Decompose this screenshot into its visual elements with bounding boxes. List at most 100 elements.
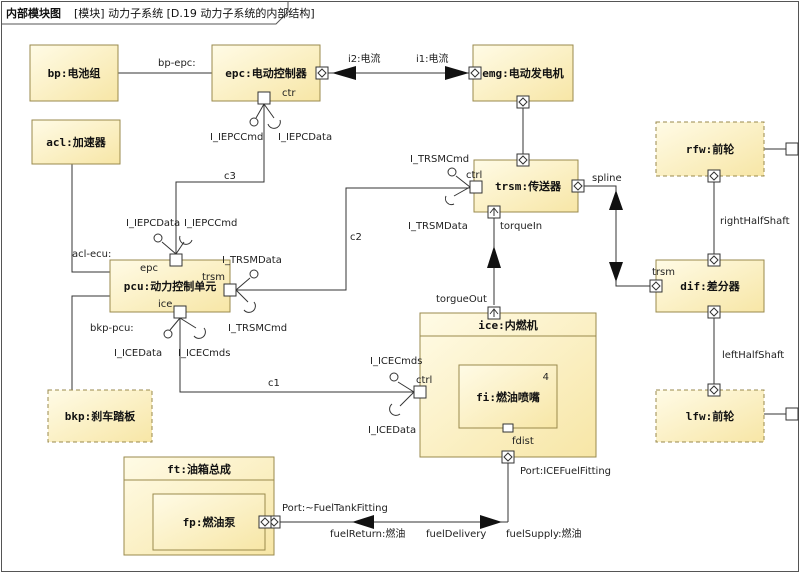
- port-epc-ctr[interactable]: [257, 91, 271, 105]
- block-pcu-id: pcu: [124, 280, 144, 293]
- block-trsm-id: trsm: [495, 180, 522, 193]
- port-trsm-right[interactable]: [571, 179, 585, 193]
- svg-text:fi:燃油喷嘴: fi:燃油喷嘴: [476, 390, 540, 404]
- label-port-ctr: ctr: [282, 88, 296, 99]
- port-lfw-top[interactable]: [707, 383, 721, 397]
- port-emg-left[interactable]: [468, 66, 482, 80]
- label-port-epc: epc: [140, 263, 158, 274]
- port-ice-ctrl[interactable]: [413, 385, 427, 399]
- label-icedata-2: I_ICEData: [368, 425, 416, 436]
- block-fi-id: fi: [476, 391, 490, 404]
- label-torque-out: torgueOut: [436, 294, 487, 305]
- ports: [169, 66, 799, 529]
- port-pcu-epc[interactable]: [169, 253, 183, 267]
- block-dif[interactable]: dif:差分器: [655, 259, 765, 313]
- label-icecmds-2: I_ICECmds: [370, 356, 422, 367]
- frame-port-right-top[interactable]: [785, 142, 799, 156]
- arrow-fuel-return: [352, 515, 374, 529]
- block-acl[interactable]: acl:加速器: [31, 119, 121, 165]
- lollipop-trsmcmd-trsm: [447, 167, 457, 177]
- socket-icedata-ice: [389, 403, 401, 416]
- svg-text:emg:电动发电机: emg:电动发电机: [482, 66, 564, 80]
- block-dif-name: 差分器: [707, 279, 741, 293]
- label-icecmds-1: I_ICECmds: [178, 348, 230, 359]
- arrow-fuel-delivery: [480, 515, 502, 529]
- label-icedata-1: I_ICEData: [114, 348, 162, 359]
- block-ice[interactable]: ice:内燃机: [419, 312, 597, 458]
- block-trsm-name: 传送器: [527, 179, 562, 193]
- connector-c3[interactable]: [175, 103, 265, 256]
- port-emg-bottom[interactable]: [516, 95, 530, 109]
- label-fdist: fdist: [512, 436, 534, 447]
- lollipop-icedata-pcu: [163, 329, 173, 339]
- label-trsmdata-2: I_TRSMData: [222, 255, 282, 266]
- connector-c2[interactable]: [234, 187, 474, 291]
- port-epc-right[interactable]: [315, 66, 329, 80]
- socket-iepcdata-epc: [267, 119, 281, 129]
- lollipop-iepcdata-pcu: [153, 233, 163, 243]
- block-bp[interactable]: bp:电池组: [29, 44, 119, 102]
- label-right-half-shaft: rightHalfShaft: [720, 216, 790, 227]
- port-dif-top[interactable]: [707, 253, 721, 267]
- svg-text:bkp:刹车踏板: bkp:刹车踏板: [65, 409, 136, 423]
- frame-path: [模块] 动力子系统 [D.19 动力子系统的内部结构]: [74, 6, 315, 20]
- block-ice-name: 内燃机: [505, 318, 538, 332]
- socket-icecmds-pcu: [193, 327, 206, 339]
- arrow-i2: [332, 66, 356, 80]
- label-port-ctrl-trsm: ctrl: [466, 170, 482, 181]
- port-trsm-torque-in[interactable]: [487, 205, 501, 219]
- socket-iepccmd-pcu: [179, 235, 193, 245]
- block-emg[interactable]: emg:电动发电机: [472, 44, 574, 102]
- svg-text:ft:油箱总成: ft:油箱总成: [167, 462, 231, 476]
- port-trsm-ctrl[interactable]: [469, 180, 483, 194]
- port-fi-bottom[interactable]: [502, 423, 514, 433]
- port-ice-torque-out[interactable]: [487, 306, 501, 320]
- label-iepcdata-1: I_IEPCData: [278, 132, 332, 143]
- block-fp[interactable]: fp:燃油泵: [152, 493, 266, 551]
- port-pcu-ice[interactable]: [173, 305, 187, 319]
- connector-bkp-pcu[interactable]: [71, 295, 110, 390]
- port-trsm-top[interactable]: [516, 153, 530, 167]
- svg-text:fp:燃油泵: fp:燃油泵: [183, 515, 236, 529]
- connector-c1[interactable]: [179, 318, 414, 393]
- label-c1: c1: [268, 378, 280, 389]
- connector-acl-ecu[interactable]: [71, 164, 110, 273]
- interfaces: [153, 103, 471, 416]
- label-torque-in: torqueIn: [500, 221, 542, 232]
- port-dif-left[interactable]: [649, 279, 663, 293]
- block-fi[interactable]: 4 fi:燃油喷嘴: [458, 364, 558, 429]
- label-c2: c2: [350, 232, 362, 243]
- block-fi-name: 燃油喷嘴: [495, 390, 540, 404]
- arrow-spline-down: [609, 262, 623, 282]
- connector-spline[interactable]: [582, 185, 652, 287]
- label-acl-ecu: acl-ecu:: [72, 249, 111, 260]
- arrow-spline-up: [609, 190, 623, 210]
- port-dif-bottom[interactable]: [707, 305, 721, 319]
- svg-text:rfw:前轮: rfw:前轮: [686, 142, 735, 156]
- port-ice-bottom[interactable]: [501, 450, 515, 464]
- port-fp-right[interactable]: [258, 515, 272, 529]
- label-trsmcmd-2: I_TRSMCmd: [228, 323, 287, 334]
- block-bp-id: bp: [48, 67, 62, 80]
- block-trsm[interactable]: trsm:传送器: [473, 159, 579, 213]
- frame-port-right-bottom[interactable]: [785, 407, 799, 421]
- block-lfw[interactable]: lfw:前轮: [655, 389, 765, 443]
- block-rfw[interactable]: rfw:前轮: [655, 121, 765, 177]
- label-iepccmd-2: I_IEPCCmd: [184, 218, 237, 229]
- label-fuel-supply: fuelSupply:燃油: [506, 527, 582, 540]
- port-rfw-bottom[interactable]: [707, 169, 721, 183]
- label-fuel-tank-fitting: Port:~FuelTankFitting: [282, 503, 388, 514]
- block-acl-id: acl: [46, 136, 66, 149]
- block-bkp[interactable]: bkp:刹车踏板: [47, 389, 153, 443]
- block-emg-id: emg: [482, 67, 502, 80]
- socket-trsmdata-trsm: [444, 195, 455, 206]
- label-c3: c3: [224, 171, 236, 182]
- label-port-trsm: trsm: [202, 272, 225, 283]
- label-port-trsm-dif: trsm: [652, 267, 675, 278]
- port-pcu-trsm[interactable]: [223, 283, 237, 297]
- block-pcu[interactable]: pcu:动力控制单元: [109, 259, 231, 313]
- block-bkp-name: 刹车踏板: [91, 409, 136, 423]
- block-fi-multiplicity: 4: [543, 372, 549, 383]
- label-left-half-shaft: leftHalfShaft: [722, 350, 784, 361]
